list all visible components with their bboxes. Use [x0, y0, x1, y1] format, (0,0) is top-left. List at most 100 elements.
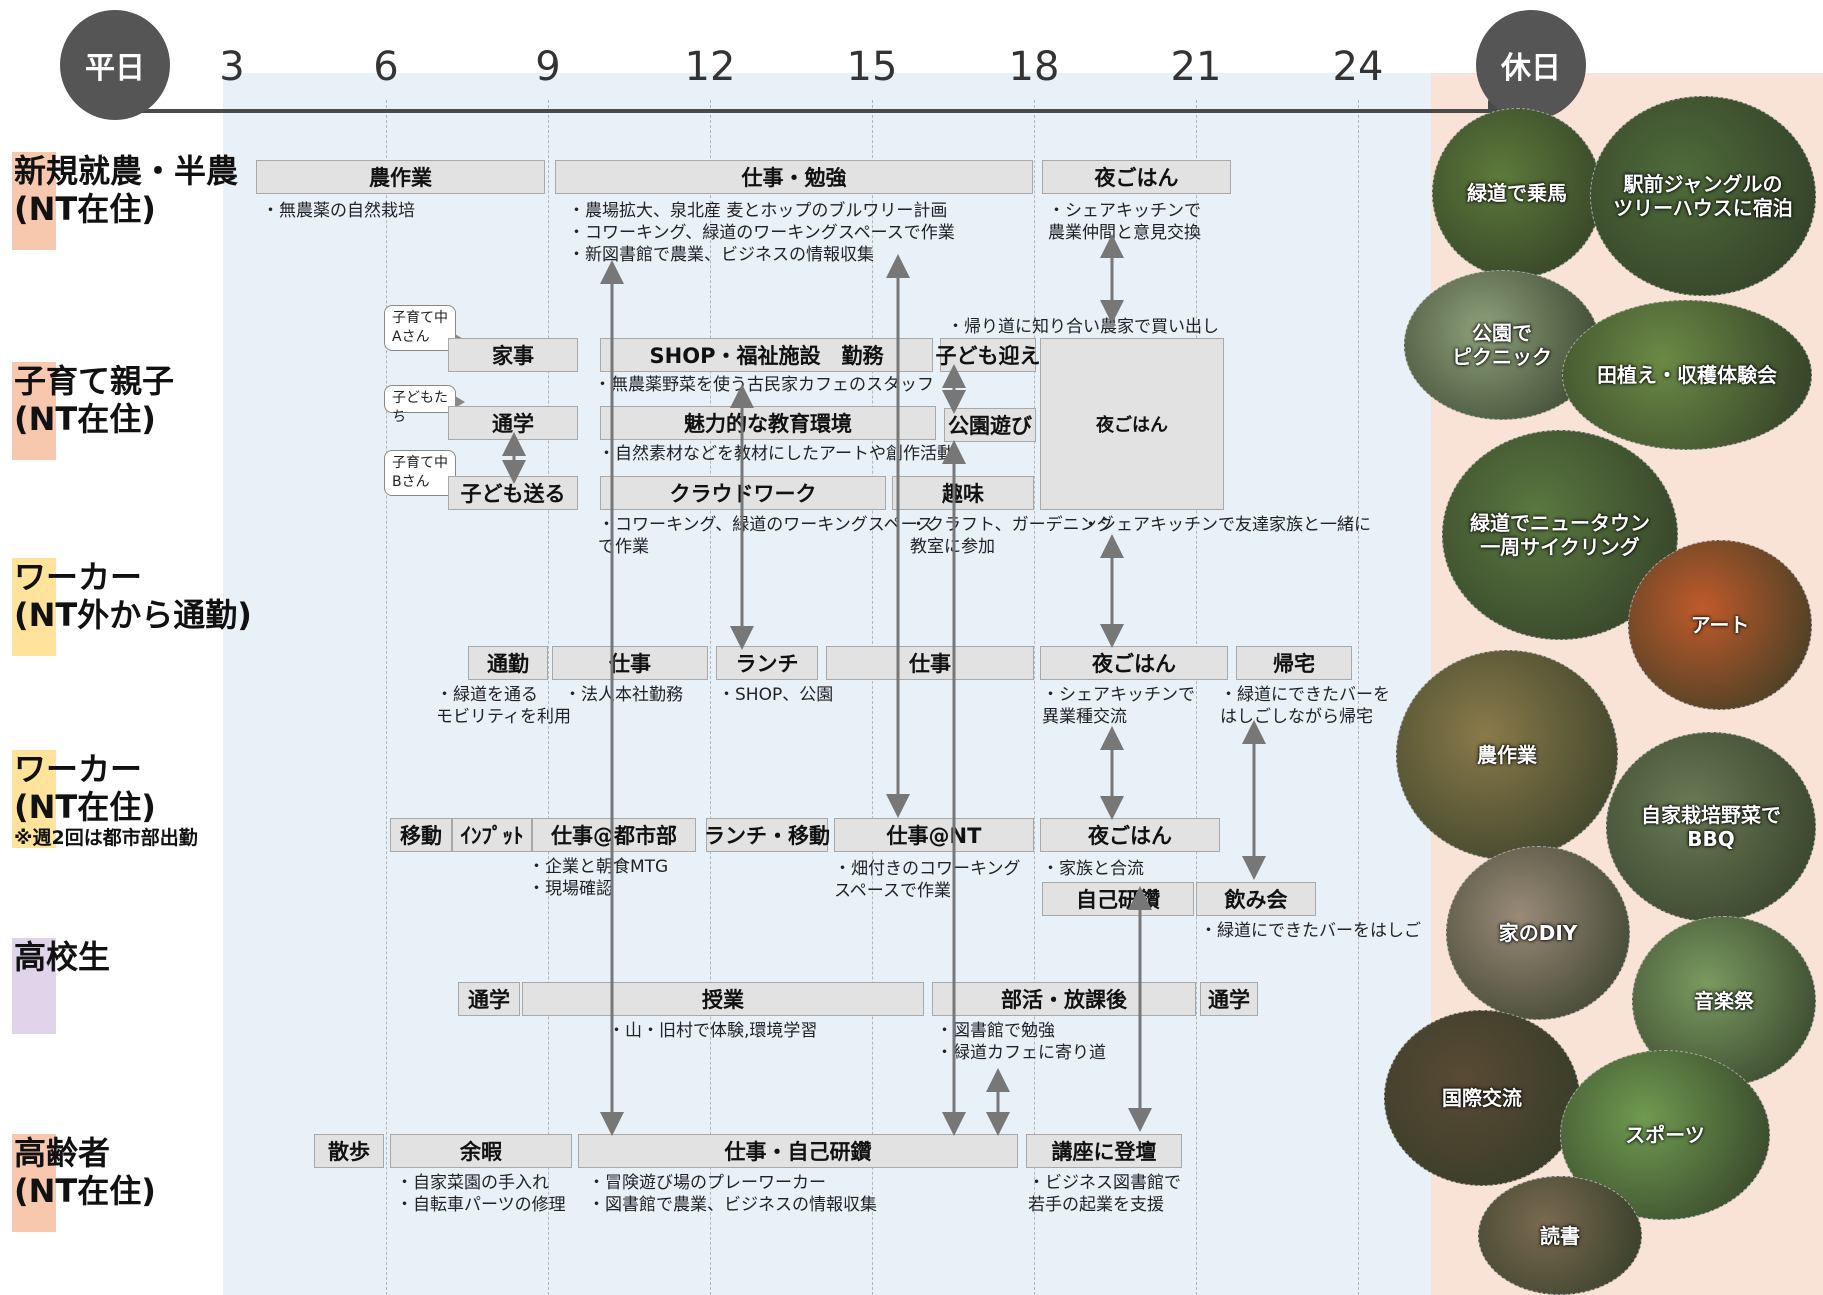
row-color-bar — [12, 750, 56, 848]
note-line: ・図書館で農業、ビジネスの情報収集 — [588, 1195, 877, 1215]
activity-housework: 家事 — [448, 338, 578, 372]
hour-line-18 — [1034, 100, 1035, 1295]
photo-diy: 家のDIY — [1446, 846, 1630, 1020]
activity-farm-work: 農作業 — [256, 160, 545, 194]
note-line: ・緑道カフェに寄り道 — [936, 1043, 1106, 1063]
activity-drinks: 飲み会 — [1196, 882, 1316, 916]
activity-dinner: 夜ごはん — [1040, 646, 1228, 680]
row-label-line: (NT在住) — [14, 190, 156, 228]
activity-club: 部活・放課後 — [932, 982, 1196, 1016]
activity-move: 移動 — [390, 818, 452, 852]
note-line: ・家族と合流 — [1042, 859, 1144, 879]
photo-farm-work: 農作業 — [1396, 650, 1618, 860]
activity-work-study: 仕事・勉強 — [555, 160, 1033, 194]
hour-line-24 — [1358, 100, 1359, 1295]
photo-treehouse: 駅前ジャングルのツリーハウスに宿泊 — [1590, 96, 1816, 296]
bubble-line: 子どもたち — [392, 390, 448, 425]
hour-line-12 — [710, 100, 711, 1295]
bubble-line: Aさん — [392, 329, 430, 345]
photo-caption: ピクニック — [1452, 345, 1552, 369]
note-line: ・緑道を通る — [436, 685, 538, 705]
note-line: ・農場拡大、泉北産 麦とホップのブルワリー計画 — [568, 201, 948, 221]
row-color-bar — [12, 1134, 56, 1232]
row-label-parent-child: 子育て親子 (NT在住) — [14, 362, 174, 438]
row-label-line: 子育て親子 — [14, 362, 175, 400]
row-color-bar — [12, 362, 56, 460]
hour-line-15 — [872, 100, 873, 1295]
note-line: ・無農薬野菜を使う古民家カフェのスタッフ — [594, 375, 934, 395]
row-label-line: (NT在住) — [14, 1172, 156, 1210]
note-commute: ・緑道を通る モビリティを利用 — [436, 684, 571, 728]
note-line: ・ビジネス図書館で — [1028, 1173, 1181, 1193]
note-work-nt: ・畑付きのコワーキング スペースで作業 — [834, 858, 1021, 902]
row-label-new-farmer: 新規就農・半農 (NT在住) — [14, 152, 238, 228]
weekday-badge: 平日 — [60, 10, 170, 120]
note-line: ・無農薬の自然栽培 — [262, 201, 415, 221]
note-line: ・帰り道に知り合い農家で買い出し — [947, 317, 1219, 337]
photo-caption: 田植え・収穫体験会 — [1597, 363, 1777, 387]
note-line: ・緑道にできたバーをはしご — [1200, 921, 1421, 941]
speech-bubble-parent-a: 子育て中 Aさん — [384, 305, 465, 351]
row-label-elderly: 高齢者 (NT在住) — [14, 1134, 156, 1210]
note-return-shopping: ・帰り道に知り合い農家で買い出し — [947, 316, 1219, 338]
row-label-line: ワーカー — [14, 558, 143, 596]
note-shop: ・無農薬野菜を使う古民家カフェのスタッフ — [594, 374, 934, 396]
note-dinner-farmers: ・シェアキッチンで 農業仲間と意見交換 — [1048, 200, 1201, 244]
row-color-bar — [12, 152, 56, 250]
photo-caption: 公園で — [1472, 321, 1532, 345]
note-line: ・シェアキッチンで友達家族と一緒に — [1082, 515, 1371, 535]
speech-bubble-children: 子どもたち — [384, 385, 465, 425]
photo-caption: 家のDIY — [1498, 921, 1578, 945]
activity-leisure: 余暇 — [390, 1134, 572, 1168]
note-lunch: ・SHOP、公園 — [718, 684, 833, 706]
activity-dinner: 夜ごはん — [1042, 160, 1231, 194]
hour-line-21 — [1196, 100, 1197, 1295]
row-label-line: (NT在住) — [14, 788, 156, 826]
photo-caption: 緑道で乗馬 — [1467, 181, 1567, 205]
hour-line-6 — [386, 100, 387, 1295]
row-label-line: 高齢者 — [14, 1134, 111, 1172]
note-line: ・自転車パーツの修理 — [396, 1195, 566, 1215]
note-education: ・自然素材などを教材にしたアートや創作活動 — [598, 443, 954, 465]
note-line: ・SHOP、公園 — [718, 685, 834, 705]
row-label-line: (NT在住) — [14, 400, 156, 438]
photo-caption: 国際交流 — [1442, 1086, 1522, 1110]
speech-bubble-parent-b: 子育て中 Bさん — [384, 450, 465, 496]
photo-reading: 読書 — [1478, 1176, 1642, 1295]
note-line: ・シェアキッチンで — [1042, 685, 1195, 705]
note-line: ・コワーキング、緑道のワーキングスペース — [598, 515, 934, 535]
tick-label: 15 — [846, 44, 898, 90]
activity-education-environment: 魅力的な教育環境 — [600, 406, 936, 440]
activity-commute-school-return: 通学 — [1200, 982, 1258, 1016]
note-lecture: ・ビジネス図書館で 若手の起業を支援 — [1028, 1172, 1181, 1216]
photo-international-exchange: 国際交流 — [1384, 1010, 1580, 1186]
tick-label: 18 — [1008, 44, 1060, 90]
note-family-join: ・家族と合流 — [1042, 858, 1144, 880]
photo-caption: BBQ — [1687, 827, 1735, 851]
note-line: ・自家菜園の手入れ — [396, 1173, 549, 1193]
photo-caption: 読書 — [1540, 1223, 1580, 1248]
activity-dinner: 夜ごはん — [1040, 818, 1220, 852]
row-color-bar — [12, 938, 56, 1034]
tick-label: 12 — [684, 44, 736, 90]
activity-shop-work: SHOP・福祉施設 勤務 — [600, 338, 933, 372]
activity-return-home: 帰宅 — [1236, 646, 1352, 680]
row-label-line: (NT外から通勤) — [14, 596, 252, 634]
tick-label: 6 — [373, 44, 399, 90]
photo-caption: 自家栽培野菜で — [1641, 803, 1781, 827]
photo-caption: 音楽祭 — [1694, 989, 1754, 1013]
tick-label: 21 — [1170, 44, 1222, 90]
weekday-background — [223, 73, 1431, 1295]
photo-horse-riding: 緑道で乗馬 — [1432, 108, 1602, 278]
note-line: モビリティを利用 — [436, 707, 571, 727]
note-line: スペースで作業 — [834, 881, 951, 901]
row-label-commuter-worker: ワーカー (NT外から通勤) — [14, 558, 252, 634]
photo-caption: 農作業 — [1477, 743, 1537, 767]
hour-line-9 — [548, 100, 549, 1295]
photo-caption: ツリーハウスに宿泊 — [1613, 196, 1793, 220]
activity-lecture: 講座に登壇 — [1026, 1134, 1182, 1168]
note-farm: ・無農薬の自然栽培 — [262, 200, 415, 222]
activity-walk: 散歩 — [314, 1134, 384, 1168]
note-family-dinner: ・シェアキッチンで友達家族と一緒に — [1082, 514, 1371, 536]
